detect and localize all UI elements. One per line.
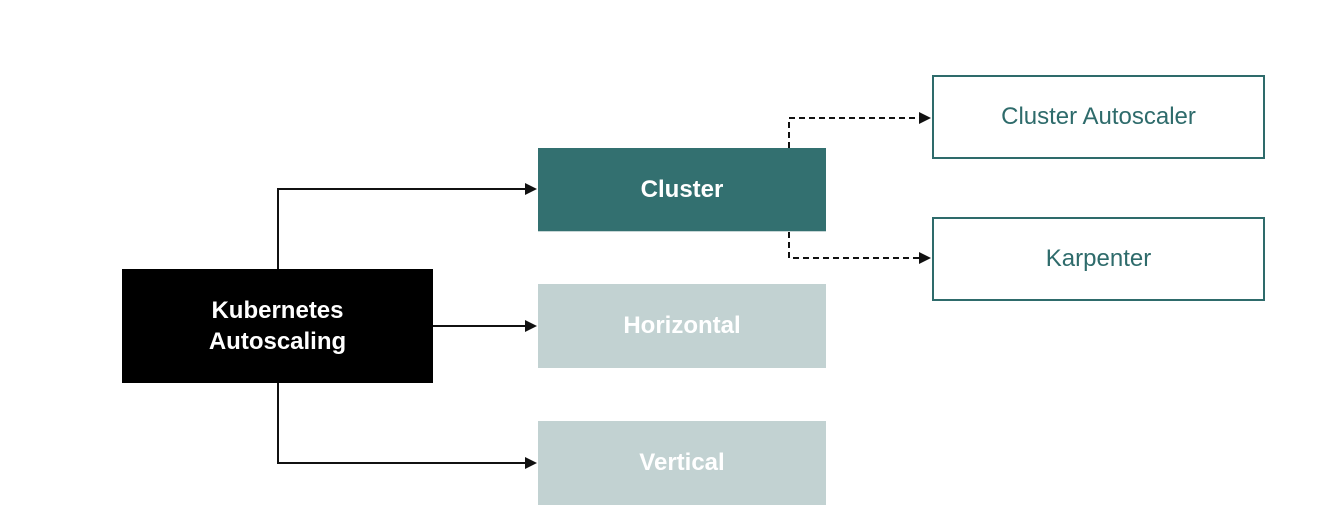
arrowhead-karpenter bbox=[919, 252, 931, 264]
node-karpenter-label: Karpenter bbox=[1045, 245, 1152, 273]
connector-root-to-cluster bbox=[277, 188, 526, 269]
connector-cluster-to-karpenter bbox=[788, 232, 920, 259]
arrowhead-cluster-autoscaler bbox=[919, 112, 931, 124]
node-karpenter: Karpenter bbox=[932, 217, 1265, 301]
node-kubernetes-autoscaling-label: Kubernetes Autoscaling bbox=[208, 296, 347, 355]
node-cluster: Cluster bbox=[538, 148, 826, 232]
node-vertical-label: Vertical bbox=[639, 449, 725, 477]
node-cluster-autoscaler: Cluster Autoscaler bbox=[932, 75, 1265, 159]
connector-root-to-vertical bbox=[277, 383, 526, 464]
arrowhead-horizontal bbox=[525, 320, 537, 332]
node-cluster-label: Cluster bbox=[640, 175, 724, 203]
arrowhead-cluster bbox=[525, 183, 537, 195]
node-kubernetes-autoscaling: Kubernetes Autoscaling bbox=[122, 269, 433, 383]
node-cluster-autoscaler-label: Cluster Autoscaler bbox=[1001, 103, 1196, 131]
arrowhead-vertical bbox=[525, 457, 537, 469]
node-vertical: Vertical bbox=[538, 421, 826, 505]
connector-cluster-to-cluster-autoscaler bbox=[788, 117, 920, 148]
node-horizontal-label: Horizontal bbox=[623, 312, 741, 340]
node-horizontal: Horizontal bbox=[538, 284, 826, 368]
